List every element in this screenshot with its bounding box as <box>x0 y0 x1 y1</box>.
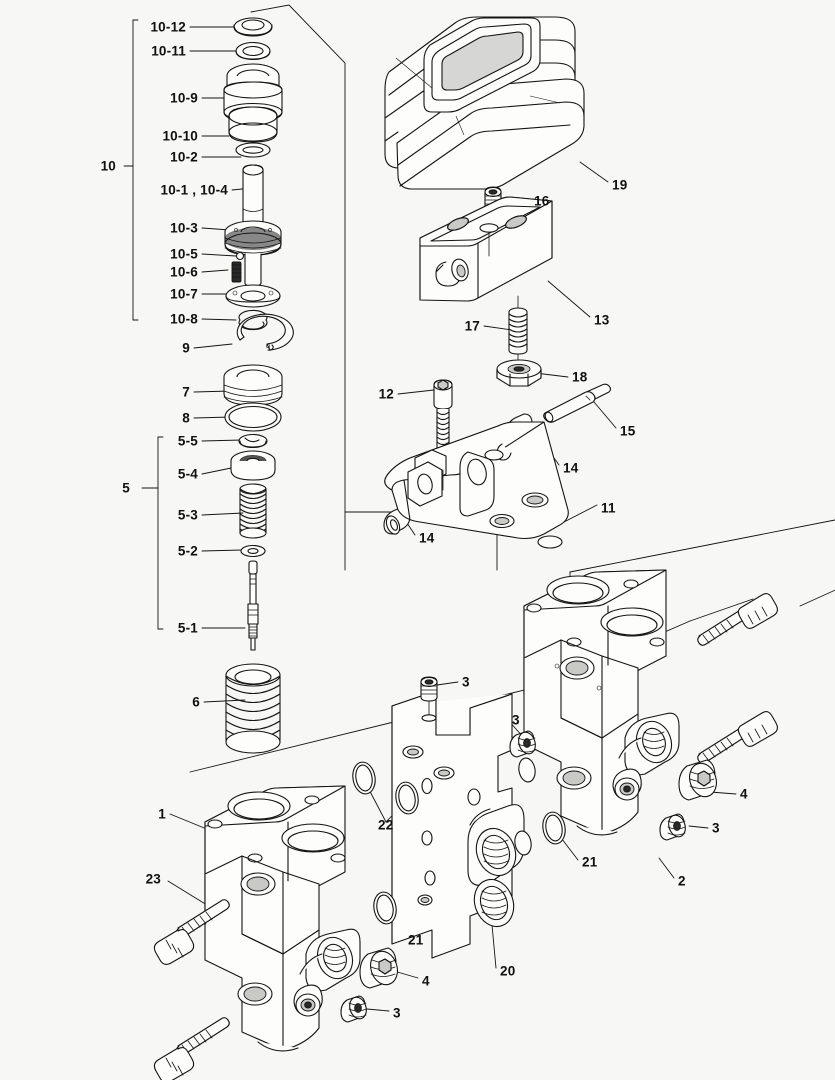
callout-12: 12 <box>378 386 394 402</box>
part-11-linkage-plate <box>384 421 569 549</box>
callout-5-2: 5-2 <box>177 543 198 559</box>
callout-18: 18 <box>572 369 588 385</box>
part-10-2-o-ring <box>235 142 271 158</box>
callout-4: 4 <box>740 786 748 802</box>
part-1-valve-body-left <box>204 785 361 1052</box>
part-5-5-retainer <box>238 433 268 449</box>
part-23-bolts <box>153 592 779 1080</box>
part-15-link-pin <box>543 383 612 423</box>
callout-10-3: 10-3 <box>170 220 198 236</box>
callout-5-3: 5-3 <box>177 507 198 523</box>
callout-10-8: 10-8 <box>170 311 198 327</box>
group-bracket-5 <box>141 436 164 630</box>
callout-6: 6 <box>192 694 200 710</box>
callout-9: 9 <box>182 340 190 356</box>
part-17-stud-bolt <box>508 295 528 365</box>
part-8-o-ring <box>224 402 282 432</box>
part-5-2-washer <box>240 544 266 558</box>
callout-10-9: 10-9 <box>170 90 198 106</box>
callout-20: 20 <box>500 963 516 979</box>
part-3-plug-screws <box>340 676 686 1023</box>
callout-8: 8 <box>182 410 190 426</box>
callout-3: 3 <box>512 712 520 728</box>
part-12-socket-bolt <box>433 379 453 471</box>
part-6-return-spring <box>225 663 281 754</box>
callout-23: 23 <box>145 871 161 887</box>
callout-10: 10 <box>100 158 116 174</box>
callout-10-7: 10-7 <box>170 286 198 302</box>
callout-10-11: 10-11 <box>151 43 186 59</box>
callout-15: 15 <box>620 423 636 439</box>
callout-10-12: 10-12 <box>150 19 186 35</box>
part-10-10-lower-bushing <box>228 106 278 143</box>
callout-21: 21 <box>408 932 424 948</box>
part-5-3-balance-spring <box>239 483 267 539</box>
group-bracket-10 <box>123 19 139 321</box>
callout-19: 19 <box>612 177 628 193</box>
part-22-o-rings <box>352 761 419 815</box>
part-10-1-10-4-rod <box>242 164 264 227</box>
part-5-4-spring-seat <box>230 450 276 481</box>
callout-22: 22 <box>378 817 394 833</box>
part-10-7-washer-plate <box>225 284 281 308</box>
callout-13: 13 <box>594 312 610 328</box>
callout-5: 5 <box>122 480 130 496</box>
callout-3: 3 <box>393 1005 401 1021</box>
part-10-11-ring <box>235 41 271 61</box>
part-18-hex-nut <box>496 359 542 387</box>
part-19-rubber-boot <box>384 16 585 190</box>
part-5-1-spool-rod <box>247 560 259 651</box>
callout-21: 21 <box>582 854 598 870</box>
part-10-9-plunger-bushing <box>223 63 283 122</box>
callout-1: 1 <box>158 806 166 822</box>
part-10-3-piston-seal <box>224 220 282 287</box>
callout-10-5: 10-5 <box>170 246 198 262</box>
part-10-6-small-spring <box>231 261 242 283</box>
part-10-5-pin <box>235 251 245 261</box>
callout-7: 7 <box>182 384 190 400</box>
callout-10-10: 10-10 <box>162 128 198 144</box>
part-2-valve-body-right <box>523 569 680 836</box>
callout-14: 14 <box>419 530 435 546</box>
part-10-12-seal-ring <box>233 17 273 37</box>
part-10-8-snap-ring <box>238 309 268 331</box>
callout-5-5: 5-5 <box>177 433 198 449</box>
callout-11: 11 <box>601 500 616 516</box>
part-4-port-plugs <box>359 759 717 989</box>
callout-4: 4 <box>422 973 430 989</box>
callout-10-1-10-4: 10-1 , 10-4 <box>160 182 228 198</box>
part-9-snap-ring <box>236 313 294 351</box>
part-13-joystick-bracket <box>419 196 553 302</box>
callout-3: 3 <box>712 820 720 836</box>
callout-3: 3 <box>462 674 470 690</box>
callout-5-1: 5-1 <box>177 620 198 636</box>
callout-10-2: 10-2 <box>170 149 198 165</box>
callout-17: 17 <box>464 318 480 334</box>
callout-14: 14 <box>563 460 579 476</box>
callout-10-6: 10-6 <box>170 264 198 280</box>
callout-16: 16 <box>534 193 550 209</box>
callout-2: 2 <box>678 873 686 889</box>
part-20-port-block <box>391 690 525 959</box>
callout-5-4: 5-4 <box>177 466 198 482</box>
part-7-seal-holder <box>223 364 283 406</box>
